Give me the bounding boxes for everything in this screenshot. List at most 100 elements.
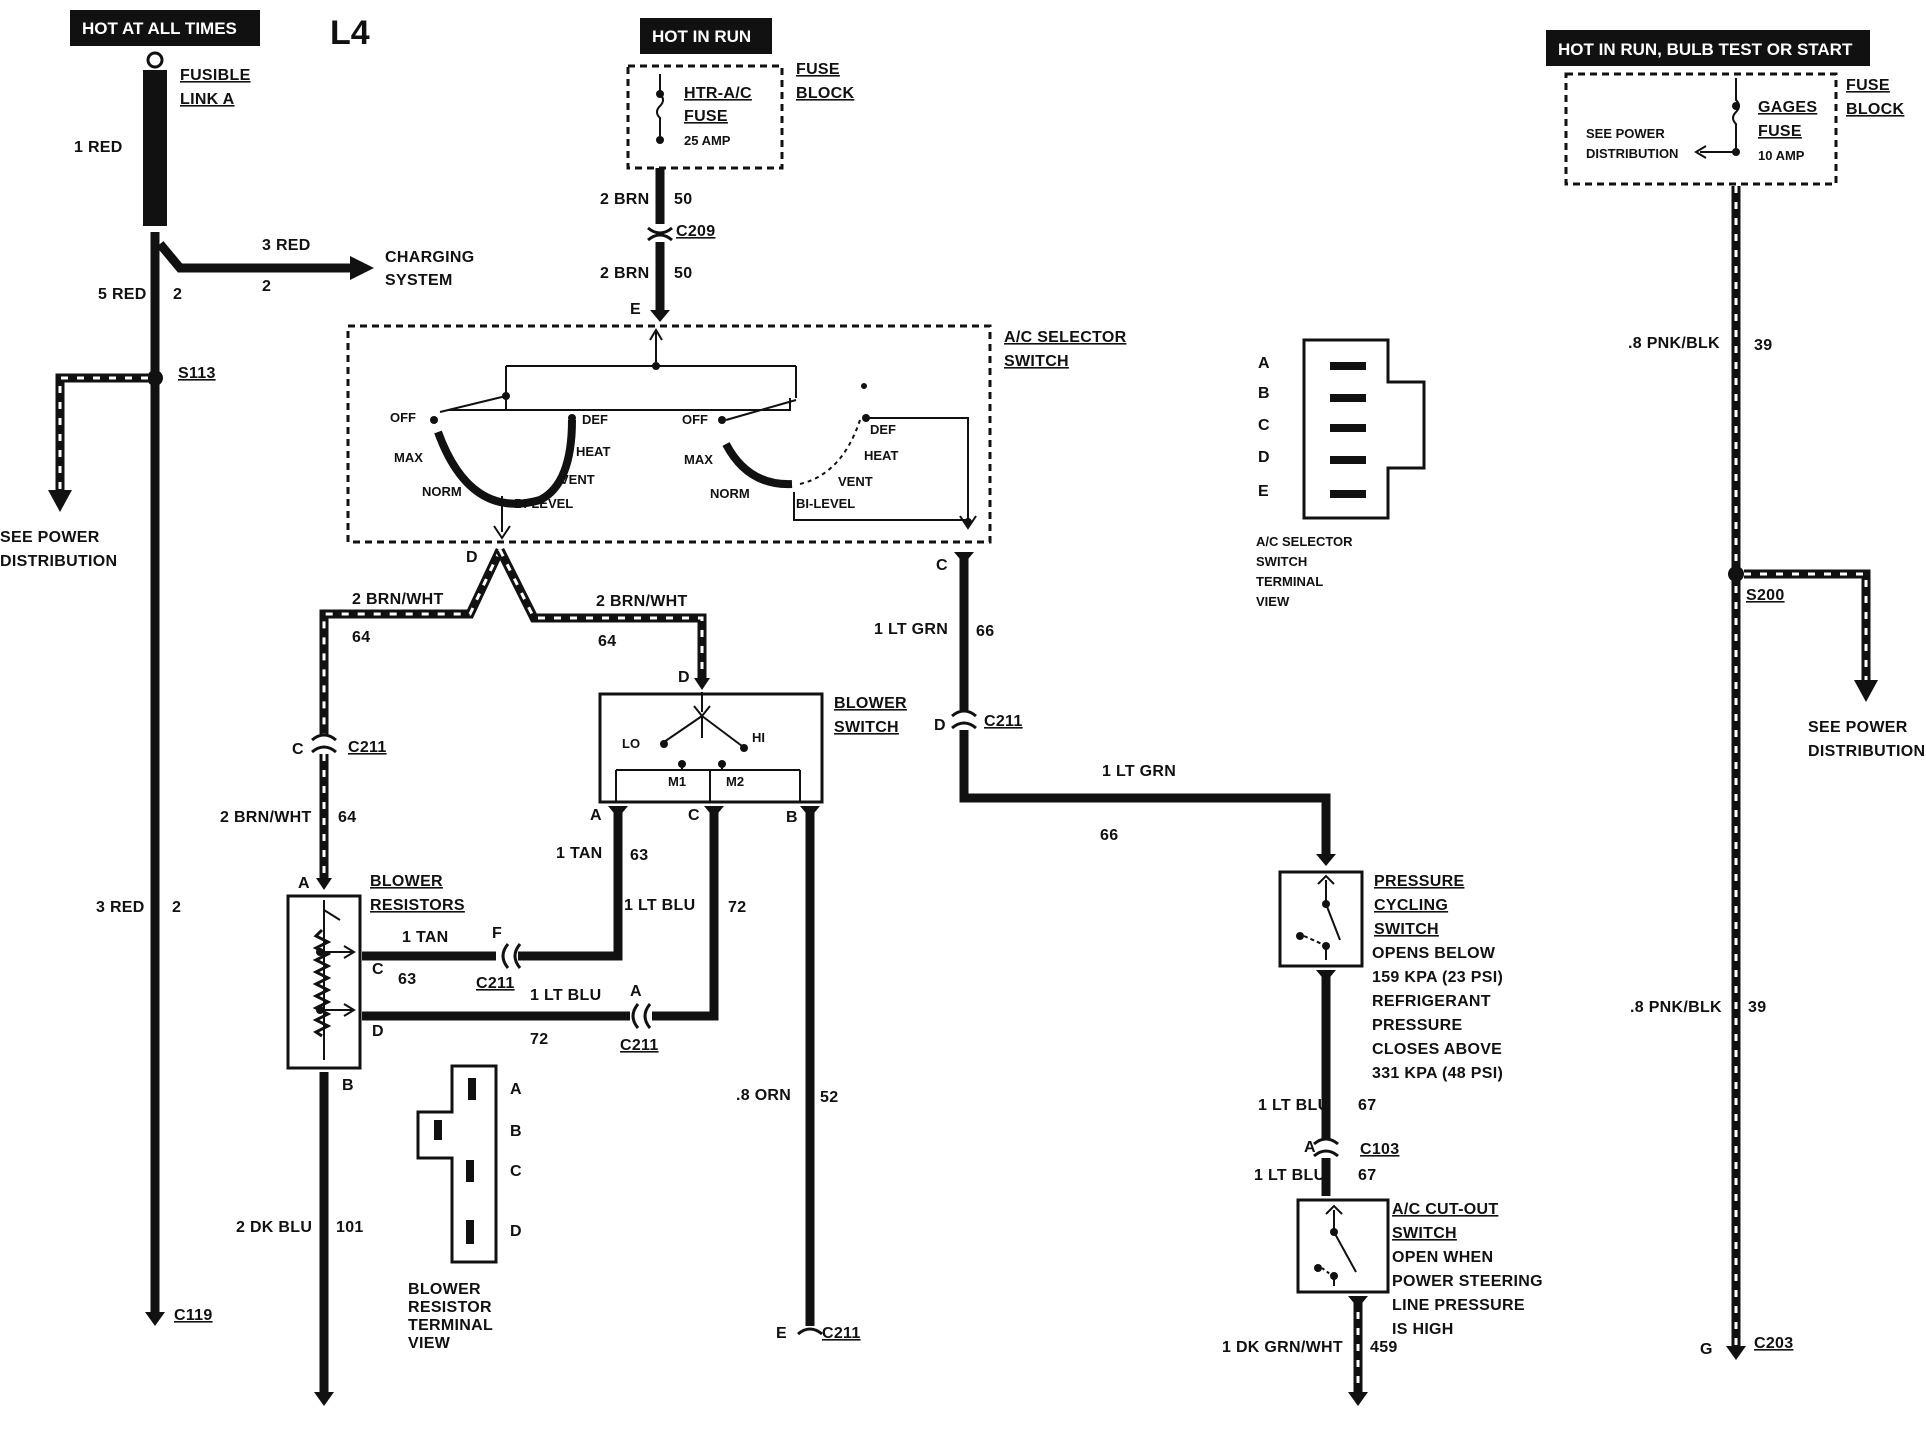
gages-see-power-1: SEE POWER	[1586, 126, 1665, 141]
wire-3-red-top-label: 3 RED	[262, 237, 311, 254]
c211-terminal-c: C	[292, 741, 304, 758]
wire-pnk-blk-b-num: 39	[1748, 999, 1766, 1016]
resistor-terminal-b: B	[342, 1077, 354, 1094]
connector-c209: C209	[676, 223, 715, 240]
selector-view-pin-b: B	[1258, 385, 1270, 402]
right-vent: VENT	[838, 474, 873, 489]
pressure-switch-desc-1: OPENS BELOW	[1372, 945, 1496, 962]
connector-c211-left: C211	[348, 739, 387, 756]
selector-view-caption-1: A/C SELECTOR	[1256, 534, 1353, 549]
ac-selector-switch: A/C SELECTOR SWITCH OFF MAX NORM DEF HEA…	[346, 324, 1126, 574]
blower-resistor-terminal-view: A B C D BLOWER RESISTOR TERMINAL VIEW	[408, 1064, 522, 1352]
lt-grn-terminal-d: D	[934, 717, 946, 734]
gages-fuse-block-label-2: BLOCK	[1846, 101, 1905, 118]
blower-switch: BLOWER SWITCH D LO HI M1 M2 A C B	[590, 669, 907, 826]
resistor-view-caption-1: BLOWER	[408, 1281, 481, 1298]
blower-lo: LO	[622, 736, 640, 751]
tag-hot-at-all-times: HOT AT ALL TIMES	[70, 10, 260, 46]
wire-brn-wht-left: 2 BRN/WHT	[352, 591, 444, 608]
right-def: DEF	[870, 422, 896, 437]
wire-5-red-num: 2	[173, 286, 182, 303]
blower-resistors: BLOWER RESISTORS C D B	[286, 873, 465, 1094]
pressure-switch-desc-6: 331 KPA (48 PSI)	[1372, 1065, 1503, 1082]
blu-terminal-a: A	[630, 983, 642, 1000]
cutout-switch-desc-2: POWER STEERING	[1392, 1273, 1543, 1290]
speed-wires: 1 TAN 63 1 TAN 63 F C211 1 LT BLU 72 1 L…	[236, 806, 860, 1406]
htr-fuse-rating: 25 AMP	[684, 133, 731, 148]
wire-2-brn-a-num: 50	[674, 191, 692, 208]
cutout-switch-desc-4: IS HIGH	[1392, 1321, 1454, 1338]
gages-fuse-rating: 10 AMP	[1758, 148, 1805, 163]
connector-c119: C119	[174, 1307, 213, 1324]
htr-fuse-block-label-2: BLOCK	[796, 85, 855, 102]
htr-fuse-block-label-1: FUSE	[796, 61, 840, 78]
cutout-switch-desc-1: OPEN WHEN	[1392, 1249, 1493, 1266]
htr-fuse-label-1: HTR-A/C	[684, 85, 752, 102]
wire-tan-horizontal: 1 TAN	[402, 929, 449, 946]
blower-resistors-label-2: RESISTORS	[370, 897, 465, 914]
left-bilevel: BI-LEVEL	[514, 496, 573, 511]
pressure-switch-desc-5: CLOSES ABOVE	[1372, 1041, 1502, 1058]
wire-lt-blu-67-a-num: 67	[1358, 1097, 1376, 1114]
tag-hot-in-run-bulb-test: HOT IN RUN, BULB TEST OR START	[1546, 30, 1870, 66]
pnk-blk-circuit: .8 PNK/BLK 39 S200 SEE POWER DISTRIBUTIO…	[1628, 186, 1925, 1360]
left-vent: VENT	[560, 472, 595, 487]
brn-feed-wire: 2 BRN 50 C209 2 BRN 50 E	[600, 168, 715, 322]
orn-terminal-e: E	[776, 1325, 787, 1342]
wire-lt-blu-vertical: 1 LT BLU	[624, 897, 695, 914]
see-power-left-1: SEE POWER	[0, 529, 100, 546]
wire-orn: .8 ORN	[736, 1087, 791, 1104]
wire-tan-horizontal-num: 63	[398, 971, 416, 988]
charging-system-label-1: CHARGING	[385, 249, 475, 266]
resistor-terminal-c: C	[372, 961, 384, 978]
splice-s113: S113 SEE POWER DISTRIBUTION	[0, 365, 215, 570]
gages-fuse-block: GAGES FUSE 10 AMP FUSE BLOCK SEE POWER D…	[1564, 72, 1905, 186]
left-main-feed-wire: 3 RED 2 CHARGING SYSTEM 5 RED 2	[98, 232, 475, 1326]
resistor-terminal-a: A	[298, 875, 310, 892]
blower-switch-terminal-b: B	[786, 809, 798, 826]
gages-see-power-2: DISTRIBUTION	[1586, 146, 1678, 161]
wire-2-brn-b-num: 50	[674, 265, 692, 282]
cutout-switch-label-2: SWITCH	[1392, 1225, 1457, 1242]
pressure-switch-label-2: CYCLING	[1374, 897, 1448, 914]
lt-grn-circuit: 1 LT GRN 66 D C211 1 LT GRN 66	[874, 552, 1336, 866]
wire-lt-grn-a: 1 LT GRN	[874, 621, 948, 638]
resistor-view-caption-2: RESISTOR	[408, 1299, 492, 1316]
connector-c203: C203	[1754, 1335, 1793, 1352]
right-max: MAX	[684, 452, 713, 467]
selector-terminal-d: D	[466, 549, 478, 566]
left-max: MAX	[394, 450, 423, 465]
left-def: DEF	[582, 412, 608, 427]
wire-lt-blu-vertical-num: 72	[728, 899, 746, 916]
wire-lt-grn-b-num: 66	[1100, 827, 1118, 844]
wire-lt-blu-67-b-num: 67	[1358, 1167, 1376, 1184]
wire-pnk-blk-b: .8 PNK/BLK	[1630, 999, 1722, 1016]
resistor-view-caption-3: TERMINAL	[408, 1317, 493, 1334]
wire-lt-blu-67-b: 1 LT BLU	[1254, 1167, 1325, 1184]
fusible-link-a: FUSIBLE LINK A 1 RED	[74, 51, 250, 226]
wire-lt-blu-horizontal-num: 72	[530, 1031, 548, 1048]
selector-terminal-c: C	[936, 557, 948, 574]
c103-terminal-a: A	[1304, 1139, 1316, 1156]
blower-resistors-label-1: BLOWER	[370, 873, 443, 890]
wire-dk-grn-wht: 1 DK GRN/WHT	[1222, 1339, 1343, 1356]
gages-fuse-block-label-1: FUSE	[1846, 77, 1890, 94]
blower-switch-label-2: SWITCH	[834, 719, 899, 736]
tag-hot-in-run-bulb-test-text: HOT IN RUN, BULB TEST OR START	[1558, 40, 1853, 59]
left-heat: HEAT	[576, 444, 610, 459]
connector-c211-blu: C211	[620, 1037, 659, 1054]
wire-pnk-blk-a: .8 PNK/BLK	[1628, 335, 1720, 352]
wire-brn-wht-right: 2 BRN/WHT	[596, 593, 688, 610]
right-heat: HEAT	[864, 448, 898, 463]
wire-lt-grn-a-num: 66	[976, 623, 994, 640]
see-power-left-2: DISTRIBUTION	[0, 553, 117, 570]
wire-2-brn-a: 2 BRN	[600, 191, 650, 208]
resistor-view-pin-a: A	[510, 1081, 522, 1098]
blower-m1: M1	[668, 774, 686, 789]
resistor-view-caption-4: VIEW	[408, 1335, 451, 1352]
wire-brn-wht-lower-num: 64	[338, 809, 356, 826]
connector-c211-tan: C211	[476, 975, 515, 992]
terminal-g: G	[1700, 1341, 1713, 1358]
wire-dk-blu: 2 DK BLU	[236, 1219, 312, 1236]
wire-tan-vertical: 1 TAN	[556, 845, 603, 862]
